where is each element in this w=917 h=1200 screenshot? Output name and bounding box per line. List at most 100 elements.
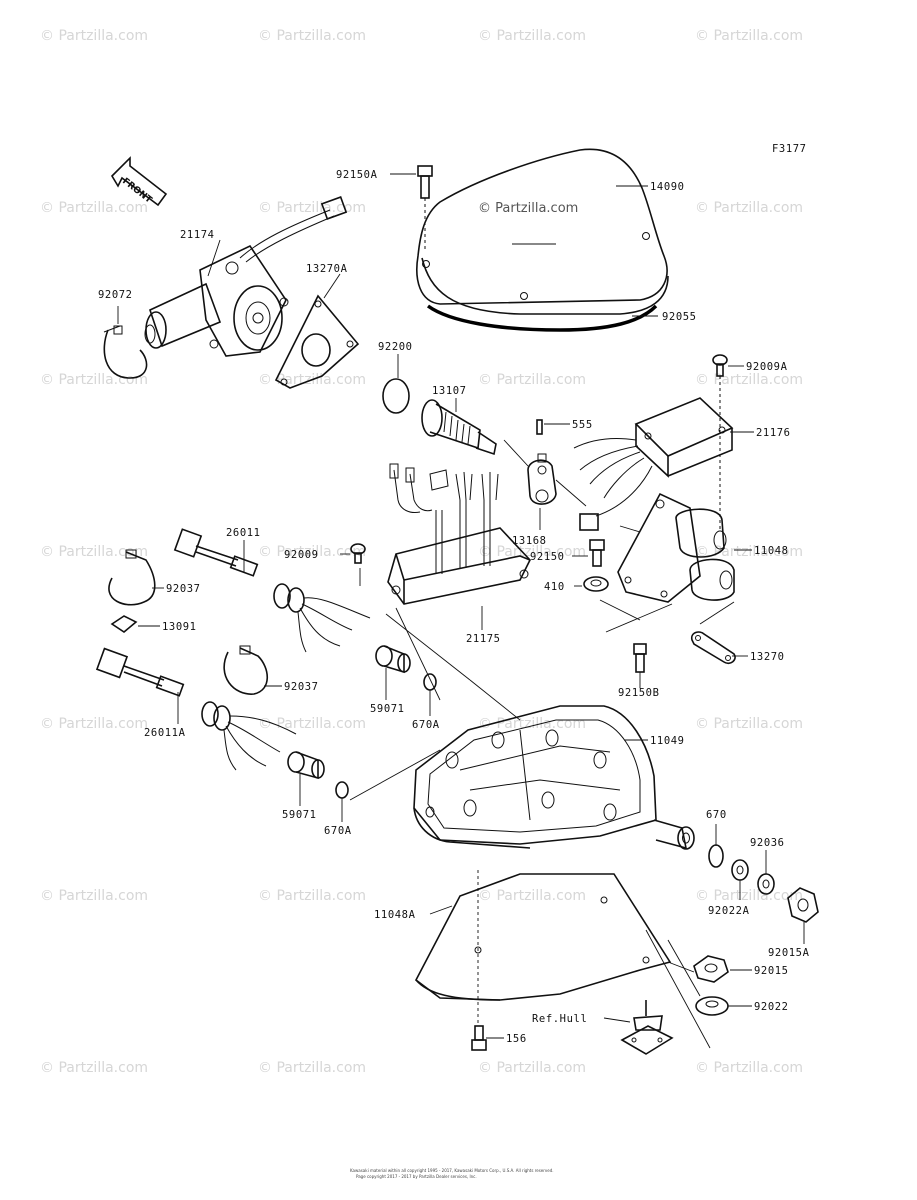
label-92150A: 92150A (336, 169, 378, 181)
label-670A: 670A (412, 719, 440, 731)
watermark: © Partzilla.com (40, 200, 148, 216)
shaft-13107 (421, 399, 497, 456)
watermark: © Partzilla.com (478, 544, 586, 560)
watermark: © Partzilla.com (478, 888, 586, 904)
bolt-92150A (417, 165, 433, 250)
label-13270A: 13270A (306, 263, 348, 275)
harness-26011A (95, 647, 297, 771)
watermark: © Partzilla.com (695, 716, 803, 732)
nut-92015A (787, 887, 819, 923)
label-21175: 21175 (466, 633, 501, 645)
watermark: © Partzilla.com (40, 716, 148, 732)
watermark: © Partzilla.com (40, 372, 148, 388)
label-92036: 92036 (750, 837, 785, 849)
label-21176: 21176 (756, 427, 791, 439)
plate-11048A (414, 873, 672, 1001)
label-13270: 13270 (750, 651, 785, 663)
cover-14090: © Partzilla.com (416, 148, 669, 332)
case-11049 (413, 705, 695, 850)
label-92015A: 92015A (768, 947, 810, 959)
label-92009A: 92009A (746, 361, 788, 373)
lever-13168 (527, 453, 557, 505)
footer-line1: Kawasaki material within all copyright 1… (350, 1168, 554, 1173)
tie-head (125, 549, 137, 559)
label-670A: 670A (324, 825, 352, 837)
label-refhull: Ref.Hull (532, 1013, 587, 1025)
leader-lines (117, 173, 805, 1049)
bolt-92150 (589, 539, 605, 567)
label-11048A: 11048A (374, 909, 416, 921)
watermark: © Partzilla.com (40, 544, 148, 560)
cover-watermark: © Partzilla.com (478, 201, 578, 216)
watermark: © Partzilla.com (478, 28, 586, 44)
watermark: © Partzilla.com (695, 1060, 803, 1076)
label-92022: 92022 (754, 1001, 789, 1013)
label-92015: 92015 (754, 965, 789, 977)
label-26011: 26011 (226, 527, 261, 539)
label-26011A: 26011A (144, 727, 186, 739)
watermark: © Partzilla.com (695, 28, 803, 44)
fitting-59071-upper (375, 645, 411, 674)
watermark: © Partzilla.com (258, 200, 366, 216)
stud-mount-refhull (620, 1000, 674, 1055)
o-ring-670A-lower (335, 781, 349, 799)
label-11048: 11048 (754, 545, 789, 557)
watermark: © Partzilla.com (478, 372, 586, 388)
label-11049: 11049 (650, 735, 685, 747)
clip-13091 (110, 615, 138, 633)
cdi-21175 (387, 463, 531, 605)
watermark: © Partzilla.com (478, 1060, 586, 1076)
watermark: © Partzilla.com (695, 200, 803, 216)
watermark: © Partzilla.com (258, 716, 366, 732)
bolt-156 (471, 1025, 487, 1051)
gasket-13270A (274, 294, 360, 389)
pin-555 (536, 419, 543, 435)
watermark: © Partzilla.com (40, 28, 148, 44)
label-156: 156 (506, 1033, 527, 1045)
motor-21174 (144, 196, 348, 357)
label-555: 555 (572, 419, 593, 431)
tie-head (239, 645, 251, 655)
harness-26011 (173, 528, 371, 653)
figure-code: F3177 (772, 143, 807, 155)
label-670: 670 (706, 809, 727, 821)
nut-92015 (693, 955, 729, 983)
label-59071: 59071 (370, 703, 405, 715)
bracket-11048 (617, 492, 735, 603)
watermark: © Partzilla.com (40, 1060, 148, 1076)
label-92037: 92037 (166, 583, 201, 595)
label-92150: 92150 (530, 551, 565, 563)
watermark: © Partzilla.com (40, 888, 148, 904)
washer-92022 (695, 996, 729, 1016)
watermark: © Partzilla.com (695, 372, 803, 388)
bolt-92150B (633, 643, 647, 673)
label-92150B: 92150B (618, 687, 660, 699)
label-92009: 92009 (284, 549, 319, 561)
washer-410 (583, 576, 609, 592)
label-14090: 14090 (650, 181, 685, 193)
watermark: © Partzilla.com (258, 1060, 366, 1076)
screw-92009A (712, 354, 728, 530)
o-ring-670 (708, 844, 724, 868)
watermark: © Partzilla.com (478, 716, 586, 732)
label-92037: 92037 (284, 681, 319, 693)
label-92072: 92072 (98, 289, 133, 301)
clamp-92072 (103, 325, 148, 379)
label-59071: 59071 (282, 809, 317, 821)
label-21174: 21174 (180, 229, 215, 241)
footer-line2: Page copyright 2017 - 2017 by Partzilla … (356, 1174, 477, 1179)
tie-92037-upper (108, 551, 156, 606)
watermark: © Partzilla.com (695, 888, 803, 904)
washer-92022A (731, 859, 749, 881)
label-13107: 13107 (432, 385, 467, 397)
label-13168: 13168 (512, 535, 547, 547)
link-13270 (690, 631, 736, 665)
watermark: © Partzilla.com (258, 888, 366, 904)
o-ring-92200 (382, 378, 410, 414)
footer: Kawasaki material within all copyright 1… (350, 1168, 554, 1179)
fitting-59071-lower (287, 751, 325, 780)
label-92200: 92200 (378, 341, 413, 353)
label-410: 410 (544, 581, 565, 593)
label-92055: 92055 (662, 311, 697, 323)
